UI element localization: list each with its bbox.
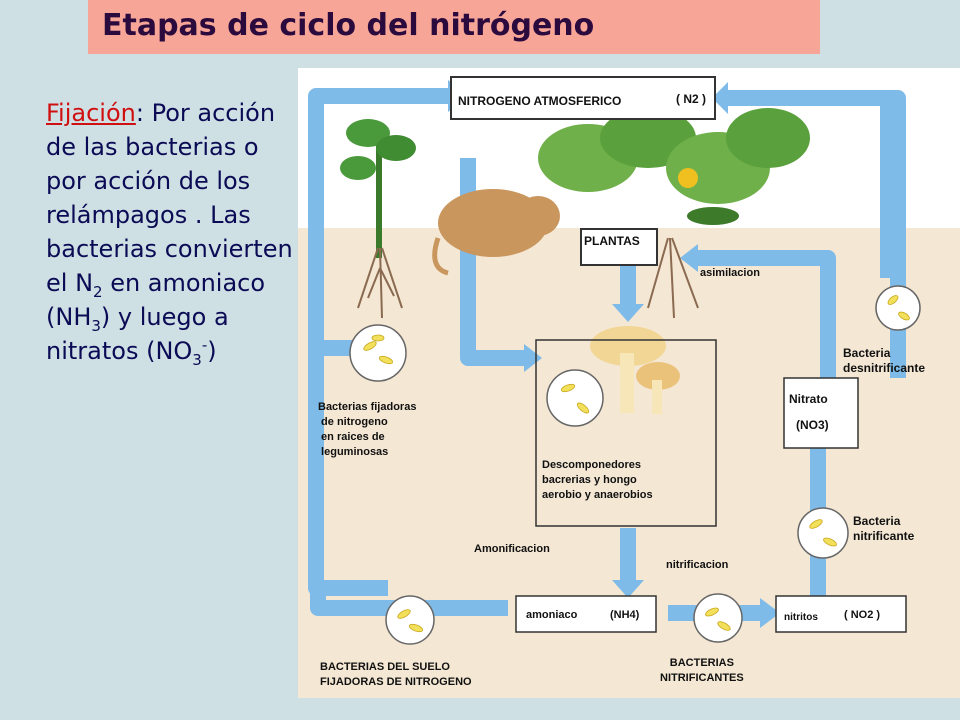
fijacion-heading: Fijación xyxy=(46,99,136,127)
squash-leaf-4 xyxy=(726,108,810,168)
arrowhead-amonio xyxy=(612,580,644,598)
arrowhead-decomp xyxy=(524,344,542,372)
bacteria-soil xyxy=(385,595,435,645)
bacteria-desnitrificante-label: Bacteria desnitrificante xyxy=(843,346,926,375)
mushroom-cap-1 xyxy=(590,326,666,366)
diagram-graphics xyxy=(298,68,960,698)
bacteria-cells xyxy=(363,295,910,633)
cell xyxy=(560,383,576,393)
amoniaco-box xyxy=(515,595,657,633)
sub-no3: 3 xyxy=(192,350,202,369)
nitrogen-cycle-diagram: NITROGENO ATMOSFERICO ( N2 ) PLANTAS asi… xyxy=(298,68,960,698)
no3-label: (NO3) xyxy=(796,418,829,432)
mushroom-stem-2 xyxy=(652,380,662,414)
arrowhead-plant xyxy=(612,304,644,322)
nitrogeno-atm-label: NITROGENO ATMOSFERICO xyxy=(458,94,622,108)
descomponedores-label: Descomponedores bacrerias y hongo aerobi… xyxy=(542,459,653,501)
squash-plant xyxy=(538,108,810,319)
text-part-1: Por acción de las bacterias o por acción… xyxy=(46,99,293,297)
cell xyxy=(887,295,899,305)
nitritos-box xyxy=(775,595,907,633)
nitrogeno-atm-box xyxy=(450,76,716,120)
legume-leaf-1 xyxy=(346,119,390,147)
mushrooms xyxy=(590,326,680,414)
bacterias-suelo-label: BACTERIAS DEL SUELO FIJADORAS DE NITROGE… xyxy=(320,661,472,688)
text-part-3: ) y luego a nitratos (NO xyxy=(46,303,229,365)
squash-flower xyxy=(678,168,698,188)
n2-label: ( N2 ) xyxy=(676,92,706,106)
colon: : xyxy=(135,99,144,127)
cycle-arrows xyxy=(308,88,906,621)
bacteria-nitrificantes xyxy=(693,593,743,643)
sub-nh3: 3 xyxy=(91,316,101,335)
cell xyxy=(823,537,837,547)
legume-stem xyxy=(376,138,382,258)
bacteria-desnitrificante xyxy=(875,285,921,331)
arrowhead-nitrificacion xyxy=(760,598,780,628)
squash-fruit xyxy=(687,207,739,225)
cell xyxy=(705,607,719,617)
cell xyxy=(408,623,424,633)
decomposer-box xyxy=(535,339,717,527)
nitrato-box xyxy=(783,377,859,449)
legume-leaf-3 xyxy=(340,156,376,180)
cell xyxy=(363,341,377,351)
legume-roots xyxy=(357,247,403,319)
bacteria-nitrificante-label: Bacteria nitrificante xyxy=(853,514,915,543)
plantas-box xyxy=(580,228,658,266)
legume-plant xyxy=(340,119,416,319)
legume-leaf-2 xyxy=(376,135,416,161)
arrowhead-n2 xyxy=(712,82,728,114)
bacteria-decomp xyxy=(546,369,604,427)
cell xyxy=(397,609,411,619)
plantas-label: PLANTAS xyxy=(584,234,640,248)
gopher-tail xyxy=(432,237,449,276)
right-loop-arrow xyxy=(728,90,906,378)
cell xyxy=(378,355,394,365)
mushroom-stem-1 xyxy=(620,353,634,413)
cell xyxy=(576,402,590,414)
sup-no3-charge: - xyxy=(201,336,208,354)
cell xyxy=(809,519,823,529)
fijacion-description: Fijación: Por acción de las bacterias o … xyxy=(46,96,296,368)
arrowhead-plantas xyxy=(680,244,698,272)
asimilacion-label: asimilacion xyxy=(700,267,760,279)
bacteria-nitrificante xyxy=(797,507,849,559)
amonificacion-label: Amonificacion xyxy=(474,543,550,555)
gopher-head xyxy=(516,196,560,236)
nitrificacion-label: nitrificacion xyxy=(666,559,729,571)
bacteria-left xyxy=(349,324,407,382)
gopher xyxy=(432,189,560,276)
no2-label: ( NO2 ) xyxy=(844,609,881,621)
nh4-label: (NH4) xyxy=(610,609,640,621)
text-part-4: ) xyxy=(207,337,217,365)
nitritos-label: nitritos xyxy=(784,612,818,623)
text-part-2: en amoniaco (NH xyxy=(46,269,266,331)
nitrato-label: Nitrato xyxy=(789,392,828,406)
bottom-left-arrow xyxy=(310,588,508,616)
slide-title: Etapas de ciclo del nitrógeno xyxy=(102,8,595,43)
amoniaco-label: amoniaco xyxy=(526,609,578,621)
bacterias-fijadoras-label: Bacterias fijadoras de nitrogeno en raic… xyxy=(318,401,417,458)
cell xyxy=(371,334,385,342)
cell xyxy=(717,621,731,631)
squash-roots xyxy=(647,237,699,319)
bacterias-nitrificantes-label: BACTERIAS NITRIFICANTES xyxy=(660,657,744,684)
plantas-return-arrow xyxy=(698,250,836,398)
sub-n2: 2 xyxy=(93,282,103,301)
mushroom-cap-2 xyxy=(636,362,680,390)
cell xyxy=(898,311,910,321)
title-bar: Etapas de ciclo del nitrógeno xyxy=(88,0,820,54)
